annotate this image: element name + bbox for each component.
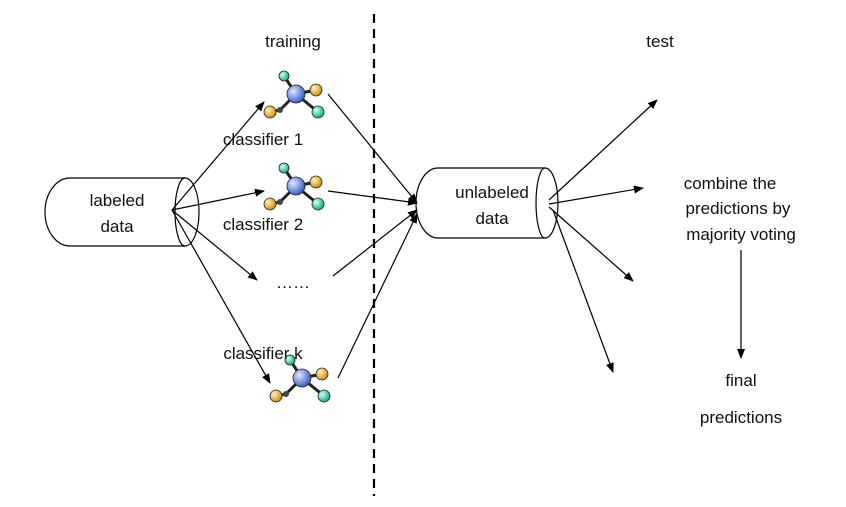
arrow-labeled-to-c2 xyxy=(171,188,265,211)
combine-line3: majority voting xyxy=(686,225,796,244)
classifier-ellipsis-label: …… xyxy=(276,273,310,292)
arrow-prediction-4 xyxy=(552,209,614,373)
classifier-1-molecule-icon xyxy=(262,69,326,120)
unlabeled-data-store: unlabeled data xyxy=(415,167,559,239)
classifier-2-molecule-icon xyxy=(262,161,326,212)
apply-arrows xyxy=(327,93,418,379)
test-heading: test xyxy=(646,32,674,51)
combine-line1: combine the xyxy=(684,174,777,193)
unlabeled-data-line1: unlabeled xyxy=(455,183,529,202)
arrow-c2-to-unlabeled xyxy=(327,190,418,206)
classifier-1-label: classifier 1 xyxy=(223,130,303,149)
arrow-labeled-to-ck xyxy=(171,209,271,384)
arrow-ck-to-unlabeled xyxy=(337,213,418,379)
labeled-data-line1: labeled xyxy=(90,191,145,210)
classifier-2-label: classifier 2 xyxy=(223,215,303,234)
arrow-prediction-2 xyxy=(548,185,644,205)
arrow-labeled-to-ellipsis xyxy=(171,209,258,281)
labeled-data-line2: data xyxy=(100,217,134,236)
training-heading: training xyxy=(265,32,321,51)
unlabeled-data-line2: data xyxy=(475,209,509,228)
arrow-prediction-1 xyxy=(548,99,658,201)
arrow-prediction-3 xyxy=(548,206,634,282)
labeled-data-store: labeled data xyxy=(44,177,200,247)
arrow-labeled-to-c1 xyxy=(171,101,265,211)
training-arrows xyxy=(171,101,271,384)
final-line2: predictions xyxy=(700,408,782,427)
prediction-arrows xyxy=(548,99,745,373)
classifier-k-label: classifier k xyxy=(223,344,303,363)
combine-line2: predictions by xyxy=(686,199,791,218)
final-line1: final xyxy=(725,371,756,390)
arrow-c1-to-unlabeled xyxy=(327,93,418,204)
arrow-ellipsis-to-unlabeled xyxy=(332,209,418,277)
